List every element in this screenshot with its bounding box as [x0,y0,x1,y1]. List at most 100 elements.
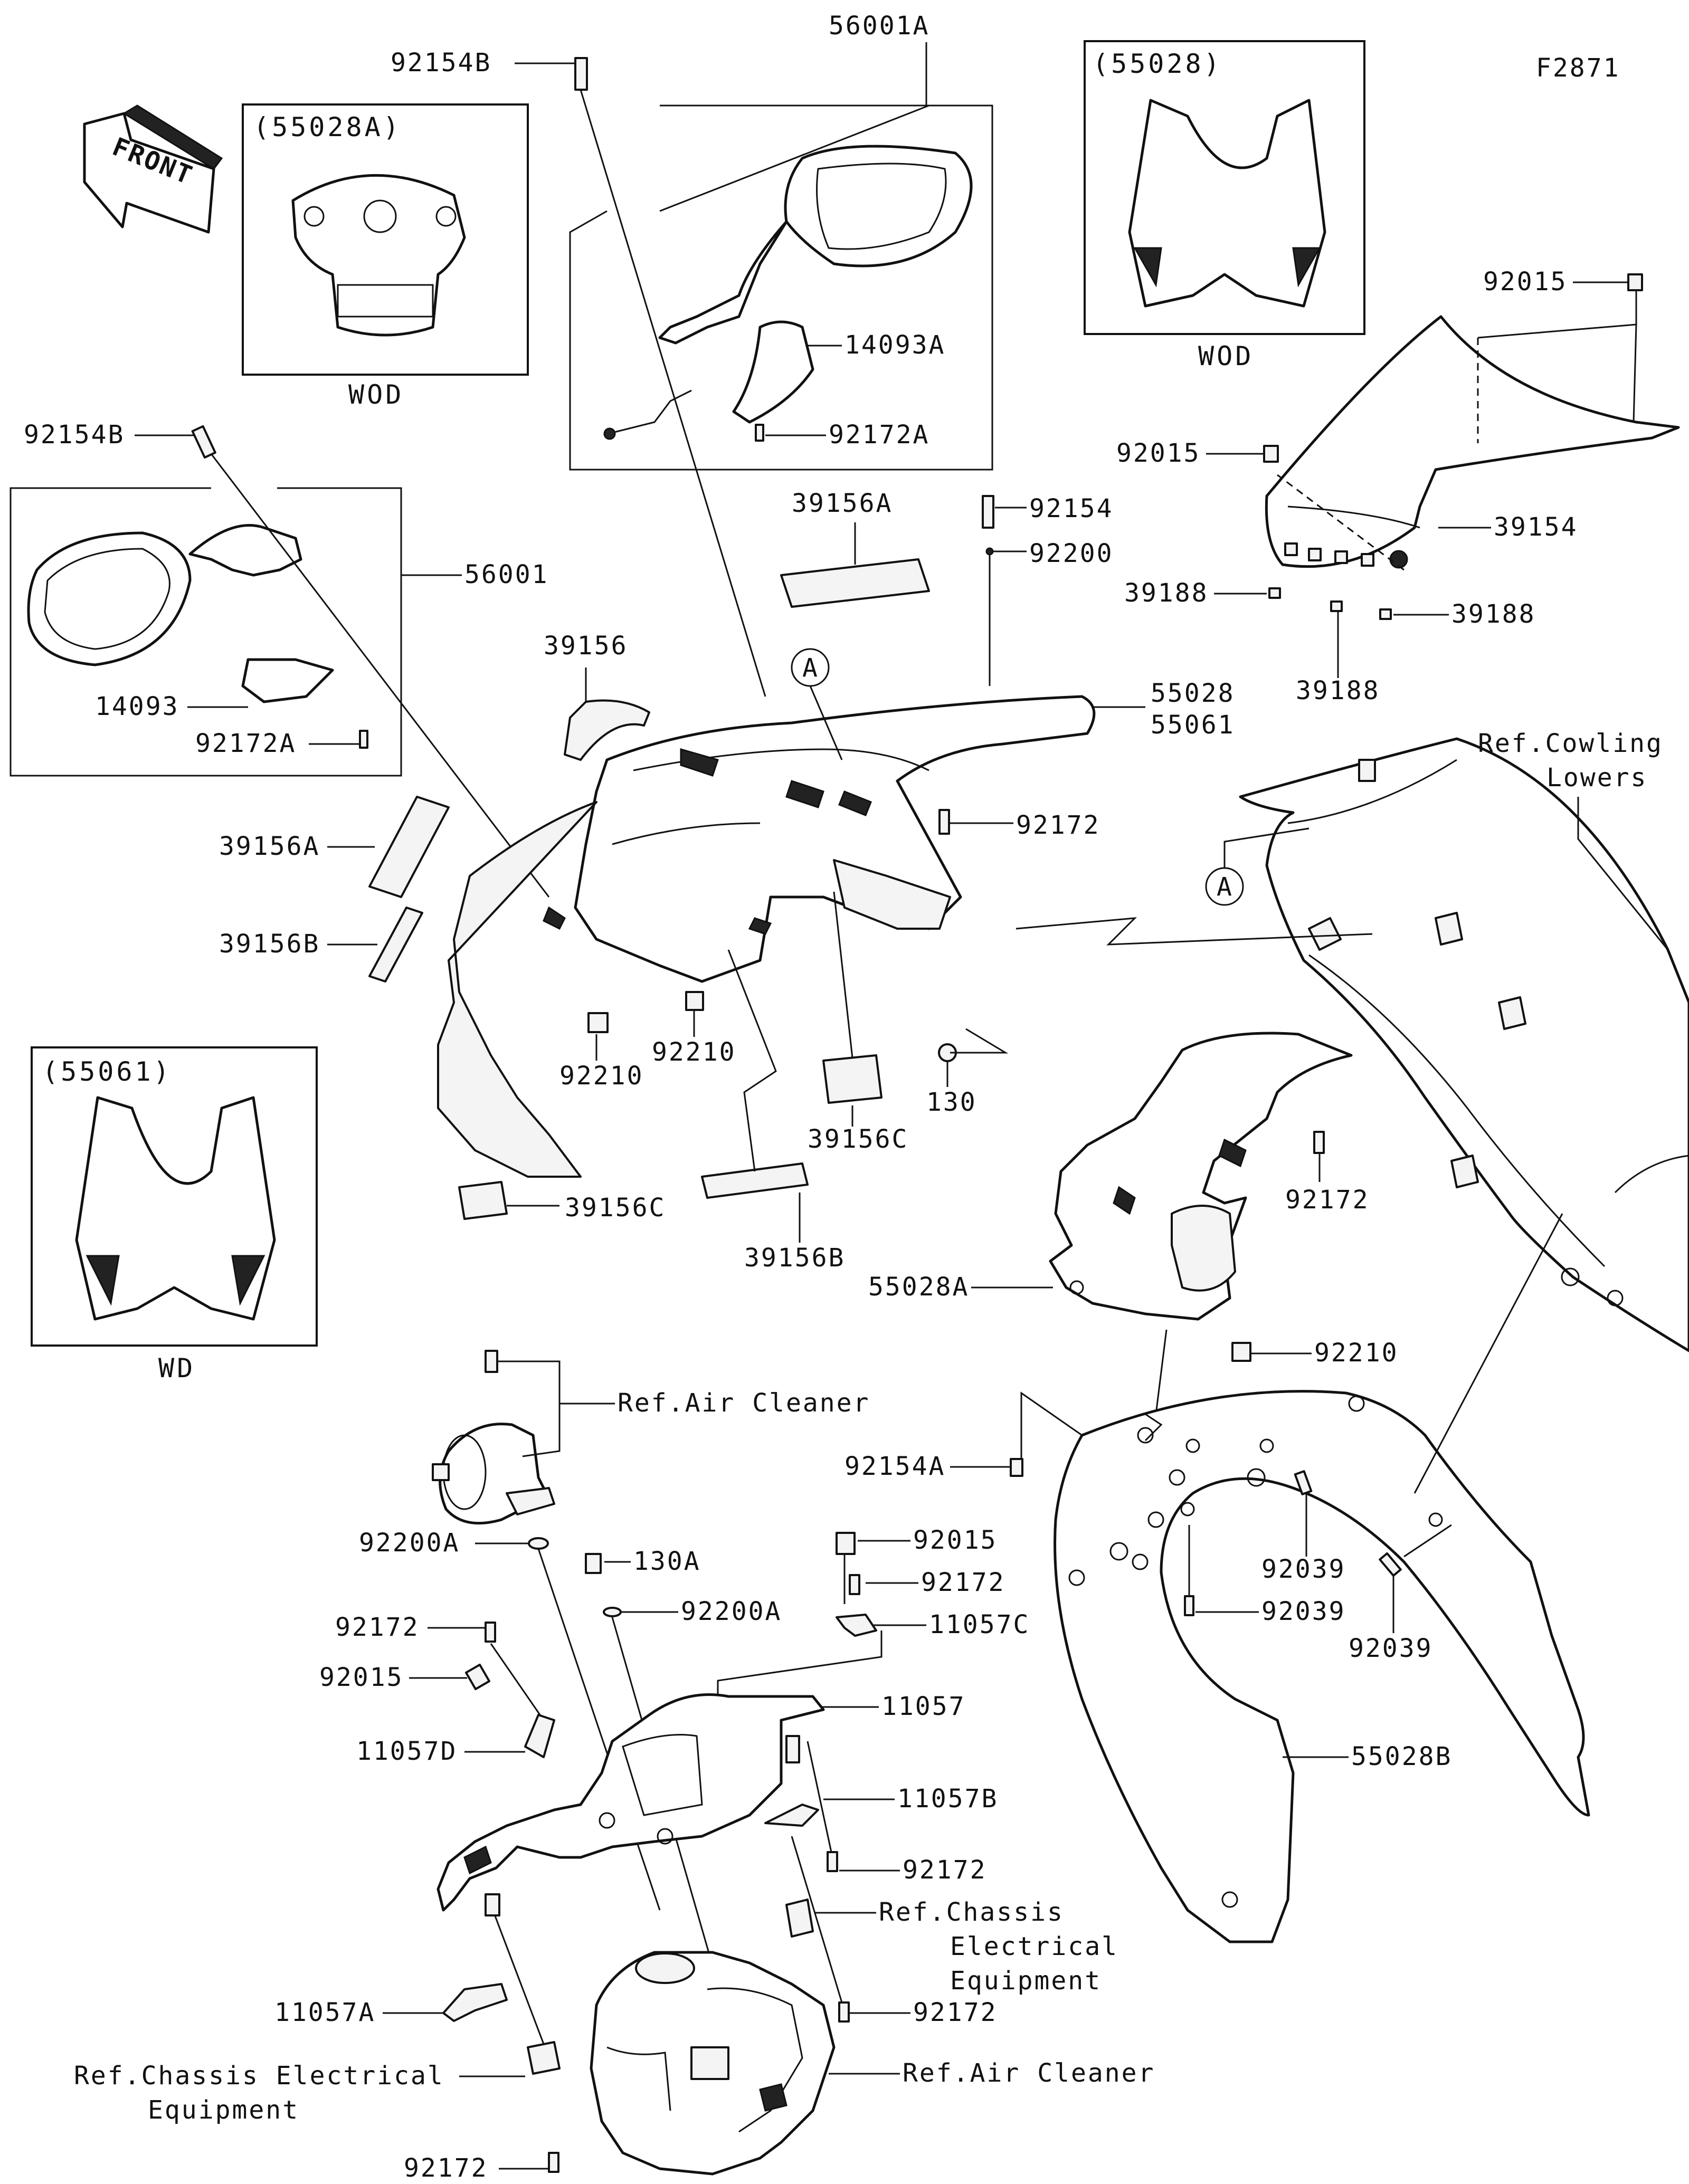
screw-icon [1379,1552,1402,1577]
inset-frame [31,1046,318,1347]
grommet-icon [836,1532,856,1555]
bolt-icon [191,425,216,459]
chassis-connector-ref [527,2041,561,2075]
screw-icon [548,2152,559,2173]
part-number: 55061 [1151,710,1235,740]
clip-92210-a [587,1012,609,1033]
part-number: 92015 [913,1525,998,1555]
screw-92172-mid [938,809,950,835]
part-number: 130 [926,1088,977,1117]
part-number: 92210 [1314,1338,1399,1368]
clip-icon [587,1012,609,1033]
reference-label: Equipment [950,1966,1102,1996]
grommet-icon [1627,273,1643,291]
part-number: 92172A [195,729,296,758]
pad-39156C-low [458,1181,508,1220]
part-number: 55028B [1351,1742,1452,1771]
bracket-11057A [442,1983,508,2022]
part-number: 39156A [792,489,893,518]
screw-icon [1294,1470,1313,1495]
part-number: 92172 [404,2153,488,2181]
part-number: 92154 [1029,494,1114,523]
grommet-icon [465,1663,490,1691]
part-number: 92039 [1349,1634,1433,1663]
inset-variant: WOD [348,379,404,410]
part-number: 39156 [544,631,628,661]
part-number: 39156B [744,1243,845,1273]
inset-55028A: (55028A) WOD [242,103,529,410]
washer-icon [985,547,994,556]
washer-icon [603,1607,622,1617]
part-number: 92015 [319,1663,404,1692]
inset-variant: WD [158,1353,195,1384]
clip-icon [685,991,704,1011]
part-number: 92200A [359,1528,460,1558]
inset-part-drawing [1128,99,1326,308]
screw-icon [838,2001,850,2023]
pad-icon [1268,587,1281,599]
part-number: 92039 [1261,1554,1346,1584]
screw-icon [755,424,764,442]
part-number: 11057 [881,1692,966,1721]
pad-39156C-mid [822,1054,883,1104]
pad-39156A-left [368,796,450,898]
part-number: 92172 [903,1855,987,1885]
svg-text:A: A [1217,872,1233,902]
pad-39156B-left [368,907,423,983]
part-number: 39154 [1494,512,1578,542]
bracket-14093A [732,320,814,424]
bracket-11057C [836,1614,877,1637]
screw-icon [359,730,368,749]
part-number: 92210 [559,1061,644,1091]
bolt-icon [585,1553,602,1574]
inset-frame [242,103,529,376]
part-number: 92039 [1261,1597,1346,1626]
inset-title: (55061) [42,1056,172,1087]
reference-label: Ref.Cowling [1478,729,1663,758]
part-number: 39156A [219,832,320,861]
part-number: 39188 [1296,676,1380,705]
front-arrow-icon: FRONT [83,104,223,234]
pad-icon [1379,608,1392,620]
screw-icon [485,1622,496,1643]
bolt-92154-mid [982,495,994,529]
part-number: 92172 [1285,1185,1370,1215]
windshield-39154 [1265,315,1680,571]
part-number: 92154B [24,420,125,450]
part-number: 92172 [913,1998,998,2027]
bolt-icon [1010,1458,1023,1477]
figure-code: F2871 [1536,53,1620,83]
reference-label: Ref.Chassis Electrical [74,2061,444,2091]
grommet-icon [1263,445,1279,463]
inset-55028: (55028) WOD [1084,40,1365,371]
reference-label: Ref.Air Cleaner [903,2058,1155,2088]
air-cleaner-ref-top [432,1350,555,1525]
part-number: 92172A [829,420,929,450]
reference-label: Equipment [148,2095,299,2125]
inset-title: (55028A) [253,112,402,142]
part-number: 14093 [95,692,179,721]
part-number: 11057C [929,1610,1030,1639]
part-number: 92172 [335,1613,420,1642]
cowling-lowers-ref [1239,737,1689,1352]
bolt-icon [982,495,994,529]
air-cleaner-ref-bottom [590,1951,836,2176]
bracket-11057B [764,1804,819,1827]
clip-icon [1231,1342,1251,1362]
part-number: 92015 [1483,267,1568,297]
reference-label: Ref.Air Cleaner [618,1388,870,1418]
inset-title: (55028) [1093,49,1222,79]
part-number: 56001A [829,11,929,41]
pad-39156 [564,699,650,761]
part-number: 39156C [808,1124,908,1154]
part-number: 92200A [681,1597,782,1626]
part-number: 92154B [391,48,491,78]
upper-cowl-55028 [437,695,1096,1178]
mirror-56001 [10,487,462,777]
bolt-icon [574,57,588,91]
screw-icon [938,809,950,835]
part-number: 92172 [1016,810,1100,840]
stay-11057 [437,1693,825,1916]
